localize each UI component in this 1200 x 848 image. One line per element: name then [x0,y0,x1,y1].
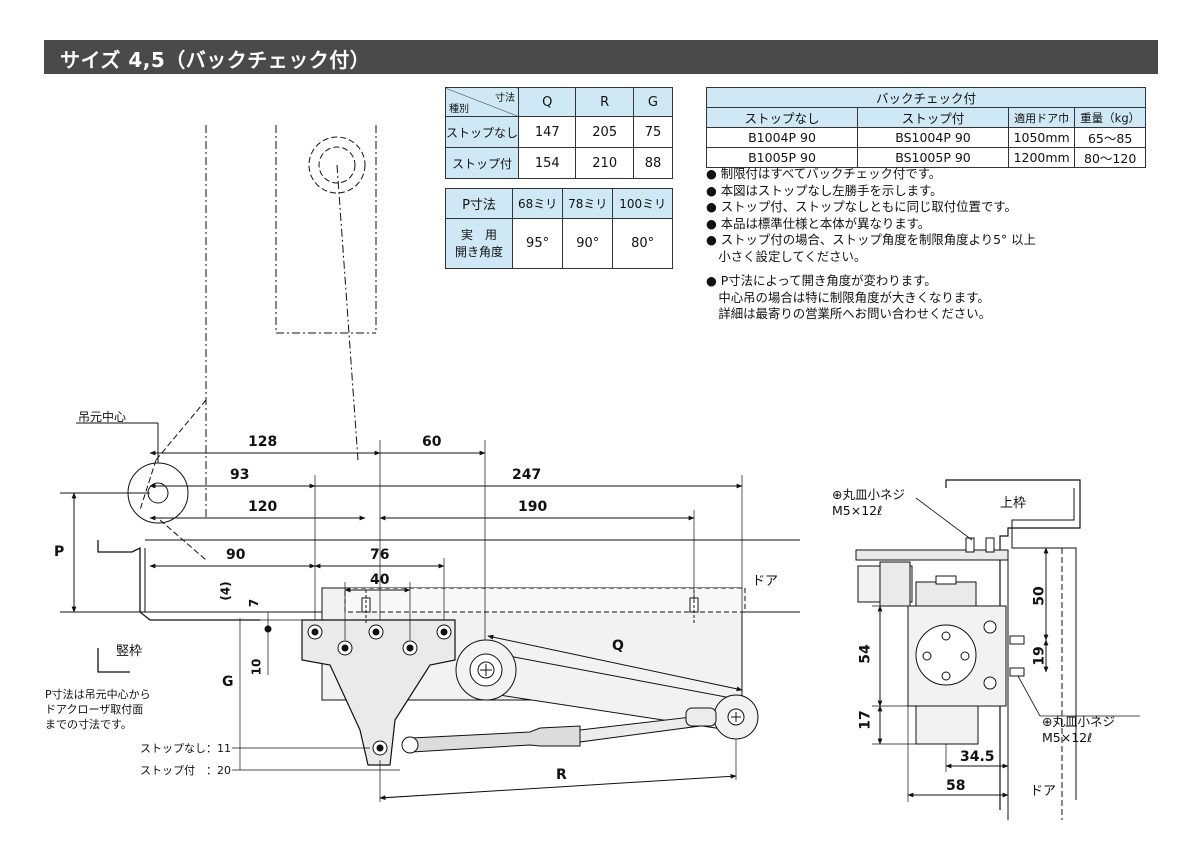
angle-row-label: 実 用 開き角度 [445,218,513,269]
table-cell: B1005P 90 [706,147,858,168]
table-cell: B1004P 90 [706,127,858,148]
notes: ● 制限付はすべてバックチェック付です。 ● 本図はストップなし左勝手を示します… [706,166,1036,323]
dim-90: 90 [226,547,246,563]
dim-4: (4) [218,581,233,601]
screw-top-label: ⊕丸皿小ネジ [832,487,905,502]
dim-50: 50 [1031,586,1048,606]
table-cell: 95° [511,218,564,269]
dim-G: G [222,674,234,690]
table-cell: 88 [632,147,674,179]
page-title: サイズ 4,5（バックチェック付） [60,48,371,72]
upper-frame-label: 上枠 [1000,496,1027,511]
stop-none-label: ストップなし：11 [140,742,231,755]
row-label: ストップ付 [445,147,519,179]
dim-76: 76 [370,547,390,563]
dim-7: 7 [247,598,262,608]
header-r: R [575,87,634,117]
note-item: ● ストップ付の場合、ストップ角度を制限角度より5° 以上 [706,232,1036,247]
dim-Q: Q [612,638,624,654]
angle-label-2: 開き角度 [454,244,503,259]
note-item: 中心吊の場合は特に制限角度が大きくなります。 [706,289,990,305]
note-item: ● ストップ付、ストップなしともに同じ取付位置です。 [706,199,1017,214]
model-header: 適用ドア巾 [1007,107,1076,128]
open-arm-circle [308,136,366,194]
table-cell: 154 [517,147,577,179]
p-note-3: までの寸法です。 [45,718,132,731]
frame-outline [97,540,260,621]
dim-93: 93 [230,467,250,483]
note-item: ● P寸法によって開き角度が変わります。 [706,273,937,288]
dim-128: 128 [248,434,278,450]
table-cell: BS1005P 90 [857,147,1009,168]
note-item: ● 本図はストップなし左勝手を示します。 [706,182,943,198]
screw-bottom-spec: M5×12ℓ [1042,730,1093,745]
dim-54: 54 [857,644,874,664]
note-item: 詳細は最寄りの営業所へお問い合わせください。 [706,306,991,321]
dim-58: 58 [946,778,966,794]
title-bar: サイズ 4,5（バックチェック付） [44,40,1158,74]
screw-top-spec: M5×12ℓ [832,503,883,518]
top-bracket [855,549,1009,561]
table-cell: 80〜120 [1074,147,1146,168]
rod-arm [411,725,581,753]
dim-190: 190 [518,499,548,515]
dim-120: 120 [248,499,278,515]
p-header: 68ミリ [511,188,564,219]
table-cell: 1200mm [1007,147,1076,168]
note-item: ● 制限付はすべてバックチェック付です。 [706,166,942,181]
dim-40: 40 [370,572,390,588]
stop-with-label: ストップ付 ：20 [140,764,231,777]
p-note-2: ドアクローザ取付面 [45,703,144,716]
bracket-plate [301,619,456,766]
frame-label: 竪枠 [116,644,143,659]
pivot-label: 吊元中心 [78,410,127,424]
table-cell: 75 [632,116,674,148]
dim-34-5: 34.5 [960,749,995,765]
note-item: 小さく設定してください。 [706,248,867,264]
dim-R: R [556,767,567,783]
header-g: G [632,87,674,117]
model-table: バックチェック付 ストップなし ストップ付 適用ドア巾 重量（kg） B1004… [706,87,1146,168]
dim-60: 60 [422,434,442,450]
p-note-1: P寸法は吊元中心から [45,688,151,701]
corner-bottom-label: 種別 [449,104,469,115]
note-item: ● 本品は標準仕様と本体が異なります。 [706,215,931,231]
upper-frame [945,479,1081,810]
corner-top-label: 寸法 [495,93,515,104]
p-header: 100ミリ [612,188,673,219]
table-cell: 205 [575,116,634,148]
table-cell: 80° [612,218,673,269]
table-cell: BS1004P 90 [857,127,1009,148]
dim-247: 247 [512,467,542,483]
door-label: ドア [752,574,779,589]
open-arm-line [336,164,359,461]
side-door-label: ドア [1030,784,1057,799]
qrg-table: 寸法 種別 Q R G ストップなし 147 205 75 ストップ付 154 … [445,87,674,179]
dim-19: 19 [1031,646,1048,666]
model-header: 重量（kg） [1074,107,1146,128]
dim-10: 10 [249,658,264,676]
angle-label-1: 実 用 [460,227,497,242]
open-arm-circle [318,146,356,184]
dim-P: P [54,544,65,560]
p-header: 78ミリ [562,188,614,219]
screw-bottom-label: ⊕丸皿小ネジ [1042,714,1115,729]
dim-17: 17 [857,710,874,730]
table-cell: 90° [562,218,614,269]
corner-cell: 寸法 種別 [445,87,519,117]
p-angle-table: P寸法 68ミリ 78ミリ 100ミリ 実 用 開き角度 95° 90° 80° [445,188,673,269]
table-cell: 210 [575,147,634,179]
